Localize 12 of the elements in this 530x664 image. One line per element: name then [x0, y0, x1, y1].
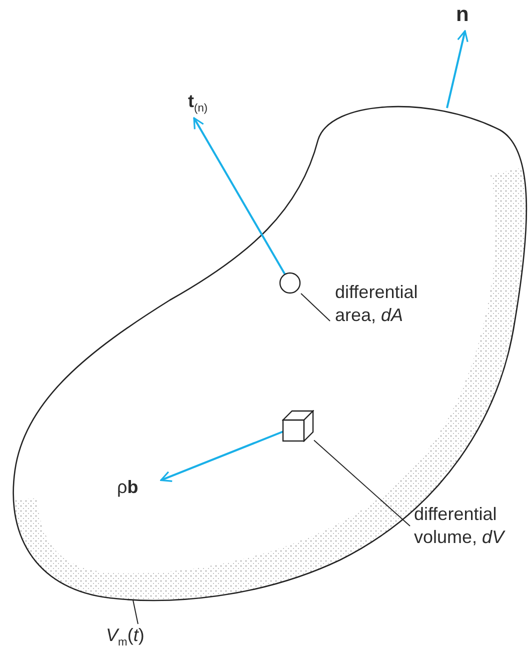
leader-line [314, 440, 410, 526]
area-element-circle [279, 272, 301, 294]
leader-line [300, 292, 330, 322]
symbol-label: ρb [117, 476, 161, 502]
symbol-label: t$_{(n)}$ [188, 90, 232, 118]
arrow [446, 30, 468, 108]
symbol-label: differential area, dA [335, 281, 435, 331]
symbol-label: n [456, 2, 476, 30]
leader-line [132, 600, 138, 624]
symbol-label: differential volume, dV [414, 503, 526, 553]
volume-element-cube [282, 410, 314, 442]
symbol-label: V$_{m}$(t) [106, 624, 162, 656]
